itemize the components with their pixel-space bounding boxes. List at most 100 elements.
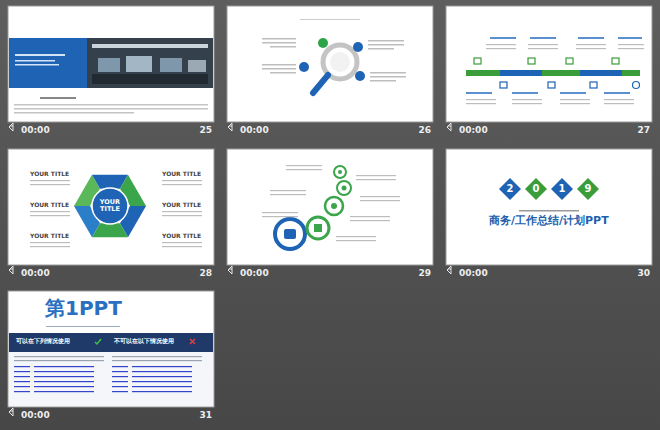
slide-31-art [9,326,213,406]
slide-graphic [112,366,128,367]
slide-footer: 00:00 25 [21,125,212,135]
slide-graphic [542,70,580,76]
slide-graphic [34,371,94,372]
slide-footer: 00:0028 [21,268,212,278]
slide-graphic [162,184,202,185]
center-title: YOUR TITLE [95,199,125,214]
slide-graphic [338,170,342,174]
slide-thumbnail: 00:0026 [227,6,433,138]
year-digit: 9 [577,183,599,195]
slide-graphic [9,352,213,406]
slide-graphic [92,74,208,84]
slide-graphic [284,229,296,239]
slide-graphic [370,80,396,82]
slide-number: 25 [199,125,212,135]
slide-number: 27 [637,125,650,135]
slide-graphic [342,186,347,191]
slide-graphic [350,220,390,221]
slide-footer: 00:0031 [21,410,212,420]
slide-number: 29 [418,268,431,278]
item-title: YOUR TITLE [30,233,69,240]
slide-graphic [14,366,192,392]
item-title: YOUR TITLE [162,202,201,209]
slide-graphic [512,99,542,100]
slide-graphic [356,175,396,176]
slide-graphic [227,6,433,122]
slide-graphic [466,70,500,76]
slide-graphic [262,165,400,241]
center-circle-shape [92,188,128,224]
item-title: YOUR TITLE [162,233,201,240]
slide-graphic [30,215,70,216]
slide-graphic [368,40,404,42]
slide-25-art [9,38,213,114]
slide-thumbnail: 00:00 25 [8,6,214,138]
slide-timing: 00:00 [21,268,50,278]
year-digit: 0 [525,183,547,195]
slide-graphic [336,236,376,237]
slide-graphic [34,381,94,382]
slide-graphic [528,44,558,45]
band-heading: 不可以在以下情况使用 [114,338,174,345]
slide-thumbnail: 00:00 29 [227,149,433,281]
slide-timing: 00:00 [459,268,488,278]
slide-graphic [14,381,30,382]
slide-graphic [8,291,214,407]
slide-graphic [132,386,192,387]
slide-timing: 00:00 [21,125,50,135]
slide-timing: 00:00 [240,125,269,135]
slide-graphic [132,376,192,377]
slide-graphic [14,104,208,106]
slide-graphic [578,37,604,39]
slide-graphic [512,92,538,94]
slide-thumbnail: 00:0027 [446,6,652,138]
year-digit: 2 [499,183,521,195]
slide-graphic [446,149,652,265]
slide-graphic [14,356,104,357]
slide-graphic [466,37,644,104]
slide-graphic [9,266,13,274]
slide-graphic [162,180,202,181]
slide-graphic [270,46,296,48]
slide-timing: 00:00 [240,268,269,278]
slide-graphic [286,169,322,170]
diamond-outline [577,178,599,200]
slide-30-art [519,210,579,212]
slide-graphic [30,242,70,243]
slide-graphic [112,381,128,382]
slide-graphic [370,72,406,74]
item-title: YOUR TITLE [162,171,201,178]
slide-graphic [299,62,309,72]
slide-graphic [126,56,152,72]
slide-graphic [9,38,87,88]
slide-graphic [162,242,202,243]
slide-graphic [262,64,296,66]
slide-graphic [566,58,573,64]
slide-footer: 00:00 30 [459,268,650,278]
slide-graphic [560,99,590,100]
slide-graphic [331,203,337,209]
slide-graphic [160,58,182,72]
slide-graphic [560,92,586,94]
slide-graphic [228,123,232,131]
slide-graphic [14,366,30,367]
slide-graphic [353,42,363,52]
slide-number: 30 [637,268,650,278]
slide-graphic [262,212,298,213]
logo-text: 第1PPT [45,297,122,319]
slide-graphic [360,196,400,197]
year-diamond: 9 [577,178,599,200]
slide-timing: 00:00 [21,410,50,420]
slide-graphic [34,366,94,367]
slide-graphic [270,190,306,191]
slide-graphic [8,6,214,122]
slide-graphic [275,219,305,249]
slide-28-text-lines [30,180,202,247]
slide-graphic [368,44,404,46]
slide-graphic [500,70,542,76]
slide-graphic [300,19,360,20]
slide-graphic [188,60,206,72]
slide-graphic [486,48,516,49]
slide-graphic [270,72,296,74]
slide-graphic [474,58,481,64]
